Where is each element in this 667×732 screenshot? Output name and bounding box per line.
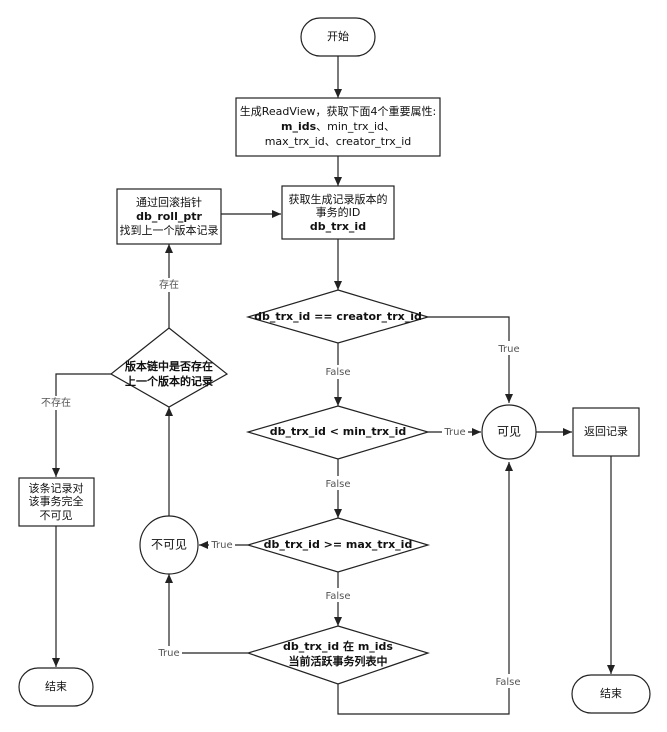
start-label: 开始 [327,29,349,43]
readview-box [235,97,441,157]
label-false-in: False [495,677,520,688]
visible-label: 可见 [497,425,521,439]
get-version-line3: db_trx_id [310,220,366,233]
readview-line1: 生成ReadView，获取下面4个重要属性: [240,104,436,118]
get-version-box [281,185,395,240]
readview-line2-rest: 、min_trx_id、 [316,120,395,133]
return-record-box [572,407,640,457]
invisible-circle [139,515,199,575]
invisible-label: 不可见 [151,538,187,552]
label-false-max: False [325,591,350,602]
label-true-min: True [443,427,465,438]
rollback-line2: db_roll_ptr [136,210,202,223]
chain-line1: 版本链中是否存在 [125,359,213,373]
cond-in-diamond [246,625,430,685]
not-visible-all-box [18,477,95,527]
chain-diamond [109,327,229,408]
rollback-line1: 通过回滚指针 [136,195,202,209]
end-left-terminal [18,667,94,707]
not-visible-all-line3: 不可见 [40,509,73,522]
cond-min-diamond [245,405,431,460]
chain-line2: 上一个版本的记录 [125,374,213,388]
cond-max-diamond [245,517,431,573]
cond-in-line2: 当前活跃事务列表中 [289,654,388,668]
readview-mids: m_ids [281,120,317,133]
readview-line2: m_ids、min_trx_id、 [281,120,395,133]
edge-chain-notvisible [52,373,111,477]
end-left-label: 结束 [45,680,67,693]
label-true-max: True [210,540,232,551]
get-version-line1: 获取生成记录版本的 [289,192,388,206]
label-false-min: False [325,479,350,490]
label-not-exists: 不存在 [41,396,71,409]
start-terminal [300,17,376,57]
label-true-in: True [157,648,179,659]
get-version-line2: 事务的ID [316,205,361,219]
not-visible-all-line1: 该条记录对 [29,481,84,495]
end-right-terminal [571,674,651,714]
cond-creator-diamond [245,289,431,344]
visible-circle [481,404,537,460]
edge-in-visible [337,462,513,715]
label-exists: 存在 [159,278,179,291]
return-record-label: 返回记录 [584,425,628,438]
rollback-line3: 找到上一个版本记录 [120,223,219,237]
cond-in-line1: db_trx_id 在 m_ids [283,639,393,653]
label-true-creator: True [497,344,519,355]
cond-min-label: db_trx_id < min_trx_id [270,425,407,438]
rollback-box [116,188,222,245]
end-right-label: 结束 [600,687,622,700]
cond-max-label: db_trx_id >= max_trx_id [264,538,413,551]
edge-creator-visible [428,316,513,403]
not-visible-all-line2: 该事务完全 [29,494,84,508]
readview-line3: max_trx_id、creator_trx_id [265,135,412,148]
edge-in-invisible [165,574,248,654]
label-false-creator: False [325,367,350,378]
cond-creator-label: db_trx_id == creator_trx_id [254,310,422,323]
